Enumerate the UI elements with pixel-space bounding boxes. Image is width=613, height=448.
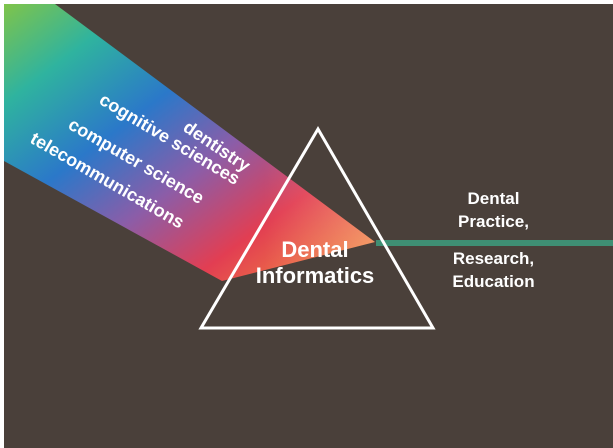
output-beam xyxy=(376,240,613,246)
center-label: Dental Informatics xyxy=(240,237,390,289)
output-label-line-1: Dental xyxy=(467,189,520,208)
center-label-line-2: Informatics xyxy=(255,263,375,288)
output-label-line-4: Education xyxy=(452,272,535,291)
center-label-line-1: Dental xyxy=(281,237,349,262)
output-label-spacer xyxy=(421,233,566,247)
prism-triangle xyxy=(198,126,436,330)
output-label: Dental Practice, Research, Education xyxy=(421,187,566,293)
output-label-line-2: Practice, xyxy=(458,212,529,231)
input-beam xyxy=(4,4,375,281)
output-label-line-3: Research, xyxy=(452,249,535,268)
